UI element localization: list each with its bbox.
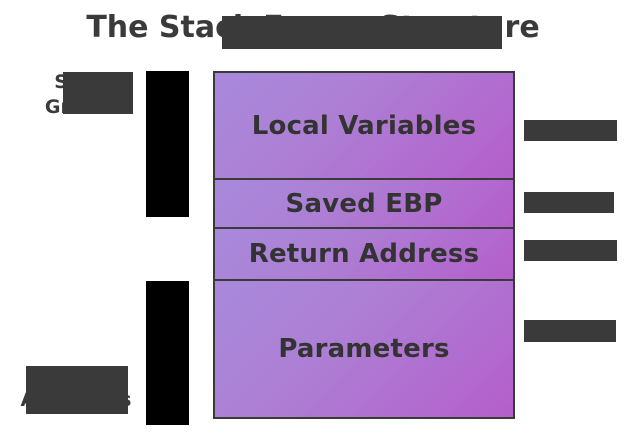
stack-cell-label: Return Address	[248, 239, 480, 269]
right-annotation-2-redaction-bar	[524, 192, 614, 213]
stack-cell-parameters: Parameters	[215, 279, 513, 417]
stack-cell-label: Saved EBP	[285, 188, 443, 219]
stack-cell-label: Parameters	[278, 334, 450, 364]
right-annotation-1-redaction-bar	[524, 120, 617, 141]
right-annotation-3-redaction-bar	[524, 240, 617, 261]
stack-frame-diagram: Local Variables Saved EBP Return Address…	[213, 71, 515, 419]
stack-cell-return-address: Return Address	[215, 227, 513, 279]
title-redaction-bar	[222, 16, 502, 49]
higher-addresses-arrow-bar	[146, 281, 189, 425]
stack-cell-label: Local Variables	[251, 110, 477, 141]
stack-growth-arrow-bar	[146, 71, 189, 217]
higher-addresses-redaction-bar	[26, 366, 128, 414]
stack-growth-redaction-bar	[63, 72, 133, 114]
right-annotation-4-redaction-bar	[524, 320, 616, 342]
stack-cell-saved-ebp: Saved EBP	[215, 178, 513, 227]
stack-cell-local-variables: Local Variables	[215, 73, 513, 178]
